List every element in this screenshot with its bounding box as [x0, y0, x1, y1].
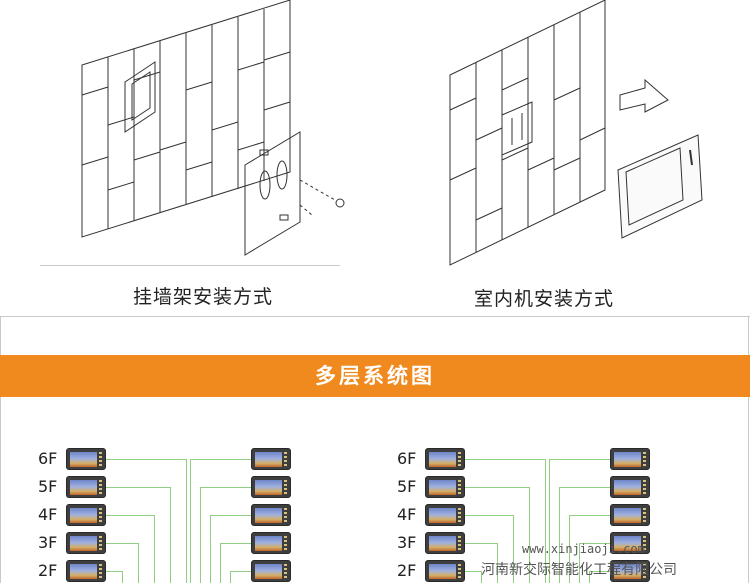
monitor-unit [66, 476, 106, 498]
wire [549, 459, 610, 460]
wire [579, 543, 610, 544]
floor-label-4f: 4F [38, 505, 58, 524]
wire [465, 543, 497, 544]
wire [200, 487, 201, 583]
floor-label-3f: 3F [38, 533, 58, 552]
wire [210, 515, 211, 583]
wire [481, 571, 482, 583]
wire [220, 543, 251, 544]
wire [138, 543, 139, 583]
monitor-unit [610, 532, 650, 554]
left-caption: 挂墙架安装方式 [133, 286, 274, 308]
wire [106, 515, 154, 516]
wire [465, 459, 545, 460]
floor-label-6f: 6F [38, 449, 58, 468]
wire [559, 487, 610, 488]
wire [106, 487, 170, 488]
monitor-unit [66, 560, 106, 582]
wire [465, 487, 529, 488]
wire [170, 487, 171, 583]
floor-label-5f: 5F [397, 477, 417, 496]
floor-label-6f: 6F [397, 449, 417, 468]
wire [513, 515, 514, 583]
wire [589, 571, 590, 583]
monitor-unit [610, 504, 650, 526]
floor-label-4f: 4F [397, 505, 417, 524]
illustration-baseline [40, 265, 340, 266]
wire [545, 459, 546, 583]
wire [186, 459, 187, 583]
monitor-unit [66, 504, 106, 526]
wire [190, 459, 251, 460]
wire [497, 543, 498, 583]
wire [465, 515, 513, 516]
wire [549, 459, 550, 583]
wire [220, 543, 221, 583]
floor-label-2f: 2F [38, 561, 58, 580]
wire [106, 571, 122, 572]
monitor-unit [251, 476, 291, 498]
floor-label-5f: 5F [38, 477, 58, 496]
right-caption: 室内机安装方式 [474, 288, 615, 310]
wire [569, 515, 570, 583]
wire [559, 487, 560, 583]
wire [200, 487, 251, 488]
wire [589, 571, 610, 572]
monitor-unit [425, 504, 465, 526]
monitor-unit [251, 504, 291, 526]
wire [210, 515, 251, 516]
wire [106, 543, 138, 544]
wire [529, 487, 530, 583]
section-top-border [0, 316, 750, 317]
monitor-unit [66, 532, 106, 554]
monitor-unit [251, 532, 291, 554]
wire [230, 571, 231, 583]
monitor-unit [425, 476, 465, 498]
floor-label-3f: 3F [397, 533, 417, 552]
monitor-unit [610, 476, 650, 498]
wire [154, 515, 155, 583]
wire [569, 515, 610, 516]
indoor-monitor-illustration [449, 0, 703, 266]
monitor-unit [610, 560, 650, 582]
monitor-unit [425, 448, 465, 470]
monitor-unit [610, 448, 650, 470]
wire [465, 571, 481, 572]
wire [122, 571, 123, 583]
monitor-unit [425, 560, 465, 582]
wall-bracket-illustration [81, 0, 345, 256]
monitor-unit [251, 560, 291, 582]
wire [106, 459, 186, 460]
monitor-unit [66, 448, 106, 470]
wire [579, 543, 580, 583]
banner-title: 多层系统图 [315, 364, 435, 388]
monitor-unit [251, 448, 291, 470]
watermark-url: www.xinjiaoji.com [522, 542, 645, 556]
watermark-company: 河南新交际智能化工程有限公司 [481, 562, 677, 578]
floor-label-2f: 2F [397, 561, 417, 580]
wire [230, 571, 251, 572]
section-left-border [0, 316, 1, 583]
section-right-border [748, 316, 749, 583]
monitor-unit [425, 532, 465, 554]
wire [190, 459, 191, 583]
banner: 多层系统图 [0, 355, 750, 397]
